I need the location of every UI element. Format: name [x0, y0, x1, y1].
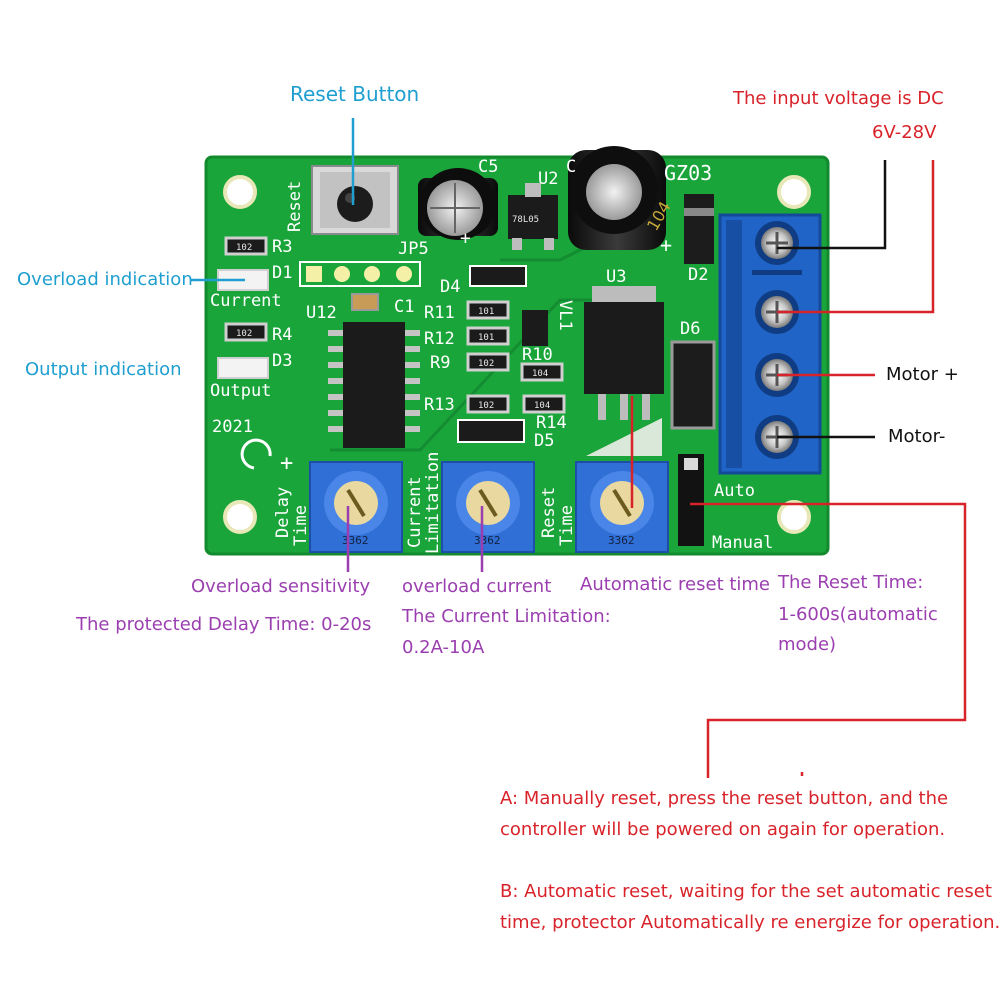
silk-vl1: VL1: [555, 300, 575, 331]
silk-d2: D2: [688, 265, 708, 285]
silk-current: Current: [210, 291, 282, 311]
label-automatic-reset-time: Automatic reset time: [580, 574, 771, 595]
ic-u12: [328, 322, 420, 448]
silk-r11: R11: [424, 303, 455, 323]
smd-code: 101: [478, 307, 494, 317]
silk-auto: Auto: [714, 481, 755, 501]
label-current-limitation: The Current Limitation:: [402, 606, 611, 627]
label-reset-time-range: 1-600s(automatic: [778, 604, 938, 625]
leader-lines: [190, 118, 967, 778]
capacitor-c5: [418, 168, 498, 240]
silk-output: Output: [210, 381, 271, 401]
capacitor-c1: [351, 293, 379, 311]
ramp-mark: [586, 418, 662, 456]
capacitor-large: 104: [568, 146, 675, 250]
regulator-u3: [584, 286, 664, 420]
silk-u12: U12: [306, 303, 337, 323]
silk-board-id: GZ03: [664, 161, 712, 185]
silk-d1: D1: [272, 263, 292, 283]
pcb-board: [204, 155, 830, 556]
silk-time: Time: [291, 505, 311, 546]
note-auto-reset-line2: time, protector Automatically re energiz…: [500, 912, 1000, 933]
silk-r9: R9: [430, 353, 450, 373]
note-manual-reset-line1: A: Manually reset, press the reset butto…: [500, 788, 949, 809]
pot-code: 3362: [474, 534, 501, 547]
reset-switch[interactable]: [311, 165, 399, 235]
regulator-u2: [508, 183, 558, 250]
rotate-arrow-icon: [240, 438, 272, 470]
silk-reset-v: Reset: [539, 487, 559, 538]
pot-code: 3362: [342, 534, 369, 547]
note-auto-reset-line1: B: Automatic reset, waiting for the set …: [500, 881, 992, 902]
label-motor-plus: Motor +: [886, 364, 959, 385]
label-reset-time: The Reset Time:: [778, 572, 924, 593]
smd-code: 104: [534, 401, 550, 411]
silk-limitation: Limitation: [423, 452, 443, 554]
silk-year: 2021: [212, 417, 253, 437]
terminal-screw: [755, 221, 799, 265]
silk-r14: R14: [536, 413, 567, 433]
silk-c1: C1: [394, 297, 414, 317]
silk-jp5: JP5: [398, 239, 429, 259]
silk-c: C: [566, 157, 576, 177]
silk-d5: D5: [534, 431, 554, 451]
pot-current-limitation[interactable]: [441, 461, 535, 553]
label-current-limitation-range: 0.2A-10A: [402, 637, 485, 658]
smd-middle: [457, 265, 566, 443]
silk-current-v: Current: [405, 476, 425, 548]
terminal-block: [718, 213, 822, 475]
silk-r3: R3: [272, 237, 292, 257]
pot-code: 3362: [608, 534, 635, 547]
mount-hole: [223, 500, 257, 534]
silk-time-2: Time: [557, 505, 577, 546]
label-overload-sensitivity: Overload sensitivity: [191, 576, 371, 597]
label-motor-minus: Motor-: [888, 426, 946, 447]
silk-r10: R10: [522, 345, 553, 365]
smd-code: 102: [236, 329, 252, 339]
pot-delay-time[interactable]: [309, 461, 403, 553]
label-output-indication: Output indication: [25, 359, 182, 380]
silk-u2: U2: [538, 169, 558, 189]
mode-jumper[interactable]: [678, 454, 704, 546]
silk-c5: C5: [478, 157, 498, 177]
silk-d6: D6: [680, 319, 700, 339]
smd-code: 101: [478, 333, 494, 343]
smd-code: 104: [532, 369, 548, 379]
silk-r12: R12: [424, 329, 455, 349]
label-input-voltage-range: 6V-28V: [872, 122, 937, 143]
mount-hole: [223, 175, 257, 209]
silk-d3: D3: [272, 351, 292, 371]
silk-u3: U3: [606, 267, 626, 287]
mount-hole: [777, 175, 811, 209]
silk-d4: D4: [440, 277, 460, 297]
label-protected-delay-time: The protected Delay Time: 0-20s: [76, 614, 372, 635]
silk-r13: R13: [424, 395, 455, 415]
note-manual-reset-line2: controller will be powered on again for …: [500, 819, 946, 840]
silk-plus-3: +: [460, 228, 471, 249]
smd-code: 102: [478, 359, 494, 369]
label-reset-time-mode: mode): [778, 634, 837, 655]
pot-reset-time[interactable]: [575, 461, 669, 553]
diode-d6: [670, 340, 716, 430]
label-input-voltage: The input voltage is DC: [733, 88, 944, 109]
silk-manual: Manual: [712, 533, 773, 553]
silk-plus: +: [280, 451, 293, 476]
jp5-header: [299, 261, 421, 287]
label-overload-indication: Overload indication: [17, 269, 193, 290]
smd-code: 102: [236, 243, 252, 253]
label-reset-button: Reset Button: [290, 82, 420, 106]
label-overload-current: overload current: [402, 576, 552, 597]
regulator-code: 78L05: [512, 215, 539, 225]
diode-d2: [684, 194, 714, 264]
mount-hole: [777, 500, 811, 534]
silk-reset: Reset: [285, 181, 305, 232]
silk-r4: R4: [272, 325, 292, 345]
silk-plus-2: +: [660, 233, 672, 257]
silk-delay: Delay: [273, 487, 293, 538]
smd-code: 102: [478, 401, 494, 411]
